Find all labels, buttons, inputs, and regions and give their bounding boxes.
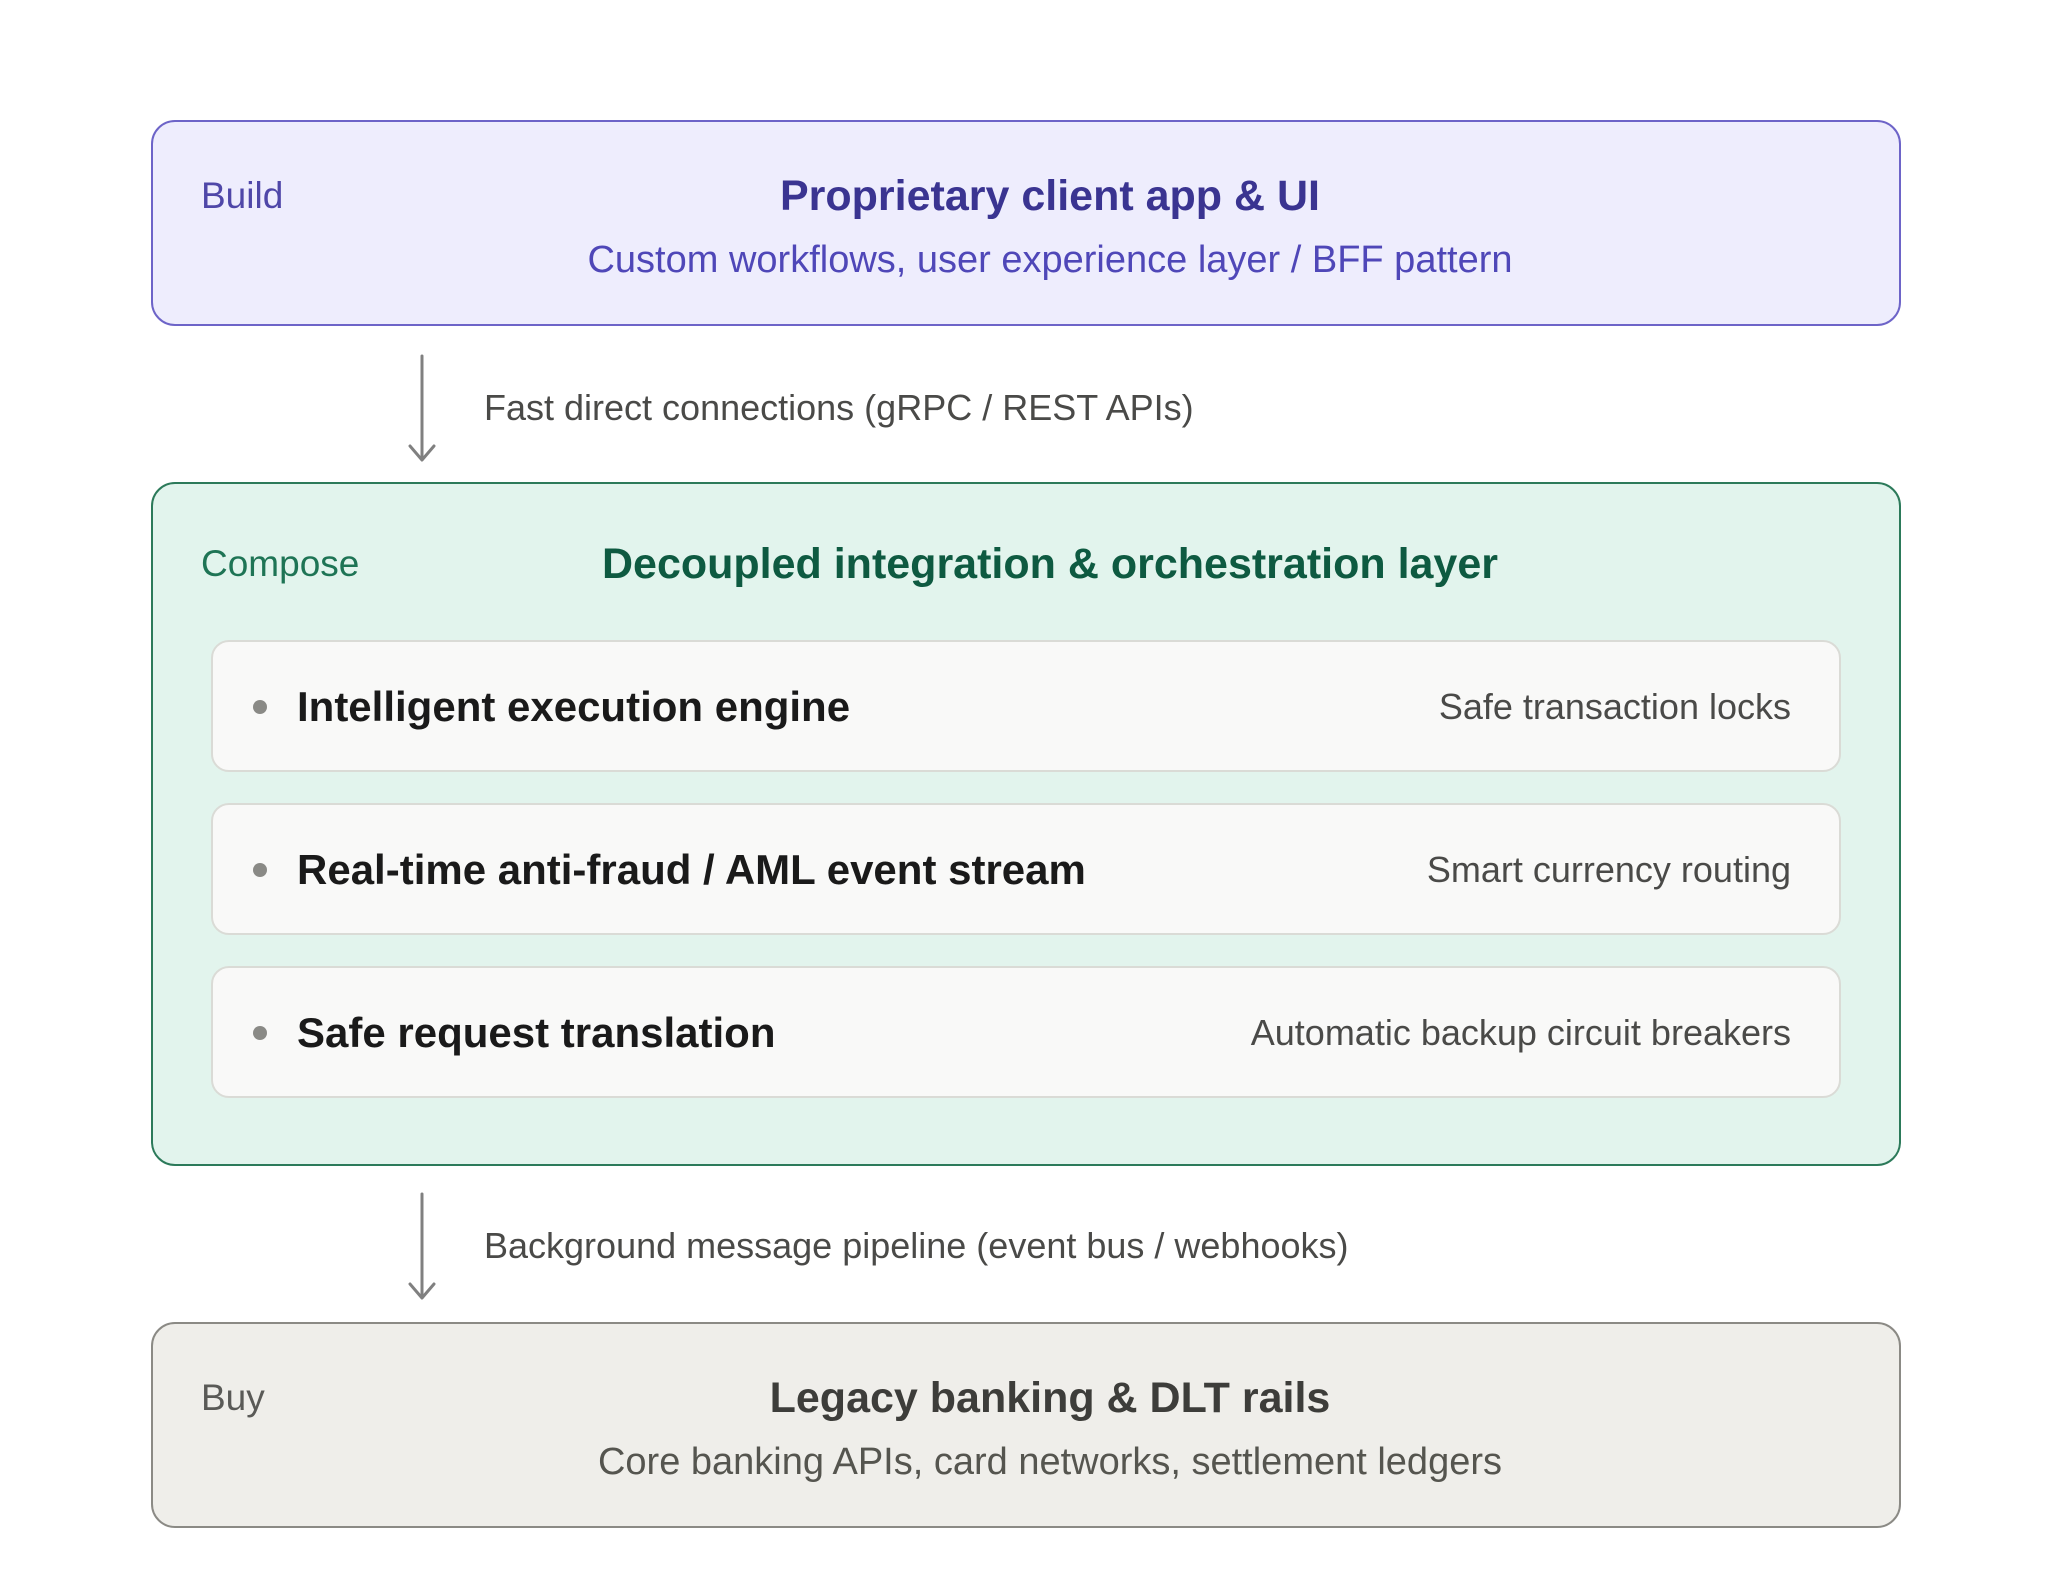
capability-card: Intelligent execution engine Safe transa… [211, 640, 1841, 772]
connector-label: Background message pipeline (event bus /… [484, 1225, 1349, 1266]
buy-subtitle: Core banking APIs, card networks, settle… [597, 1441, 1502, 1483]
capability-label: Real-time anti-fraud / AML event stream [297, 846, 1086, 893]
bullet-icon [253, 1026, 267, 1040]
connector-build-compose: Fast direct connections (gRPC / REST API… [400, 354, 1600, 464]
build-subtitle: Custom workflows, user experience layer … [587, 239, 1513, 281]
capability-label: Safe request translation [297, 1009, 776, 1056]
bullet-icon [253, 863, 267, 877]
buy-layer: Buy Legacy banking & DLT rails Core bank… [151, 1322, 1901, 1528]
capability-note: Automatic backup circuit breakers [1250, 1012, 1791, 1053]
bullet-icon [253, 700, 267, 714]
capability-label: Intelligent execution engine [297, 683, 851, 730]
build-title: Proprietary client app & UI [779, 172, 1321, 220]
compose-layer: Compose Decoupled integration & orchestr… [151, 482, 1901, 1166]
arrow-down-icon [408, 354, 436, 462]
buy-tag: Buy [201, 1377, 265, 1418]
arrow-down-icon [408, 1192, 436, 1300]
compose-tag: Compose [201, 543, 360, 584]
connector-compose-buy: Background message pipeline (event bus /… [400, 1192, 1600, 1302]
capability-note: Smart currency routing [1426, 849, 1791, 890]
capability-card: Safe request translation Automatic backu… [211, 966, 1841, 1098]
compose-title: Decoupled integration & orchestration la… [601, 540, 1498, 588]
capability-note: Safe transaction locks [1438, 686, 1791, 727]
build-tag: Build [201, 175, 284, 216]
build-layer: Build Proprietary client app & UI Custom… [151, 120, 1901, 326]
capability-card: Real-time anti-fraud / AML event stream … [211, 803, 1841, 935]
connector-label: Fast direct connections (gRPC / REST API… [484, 387, 1194, 428]
buy-title: Legacy banking & DLT rails [769, 1374, 1331, 1422]
